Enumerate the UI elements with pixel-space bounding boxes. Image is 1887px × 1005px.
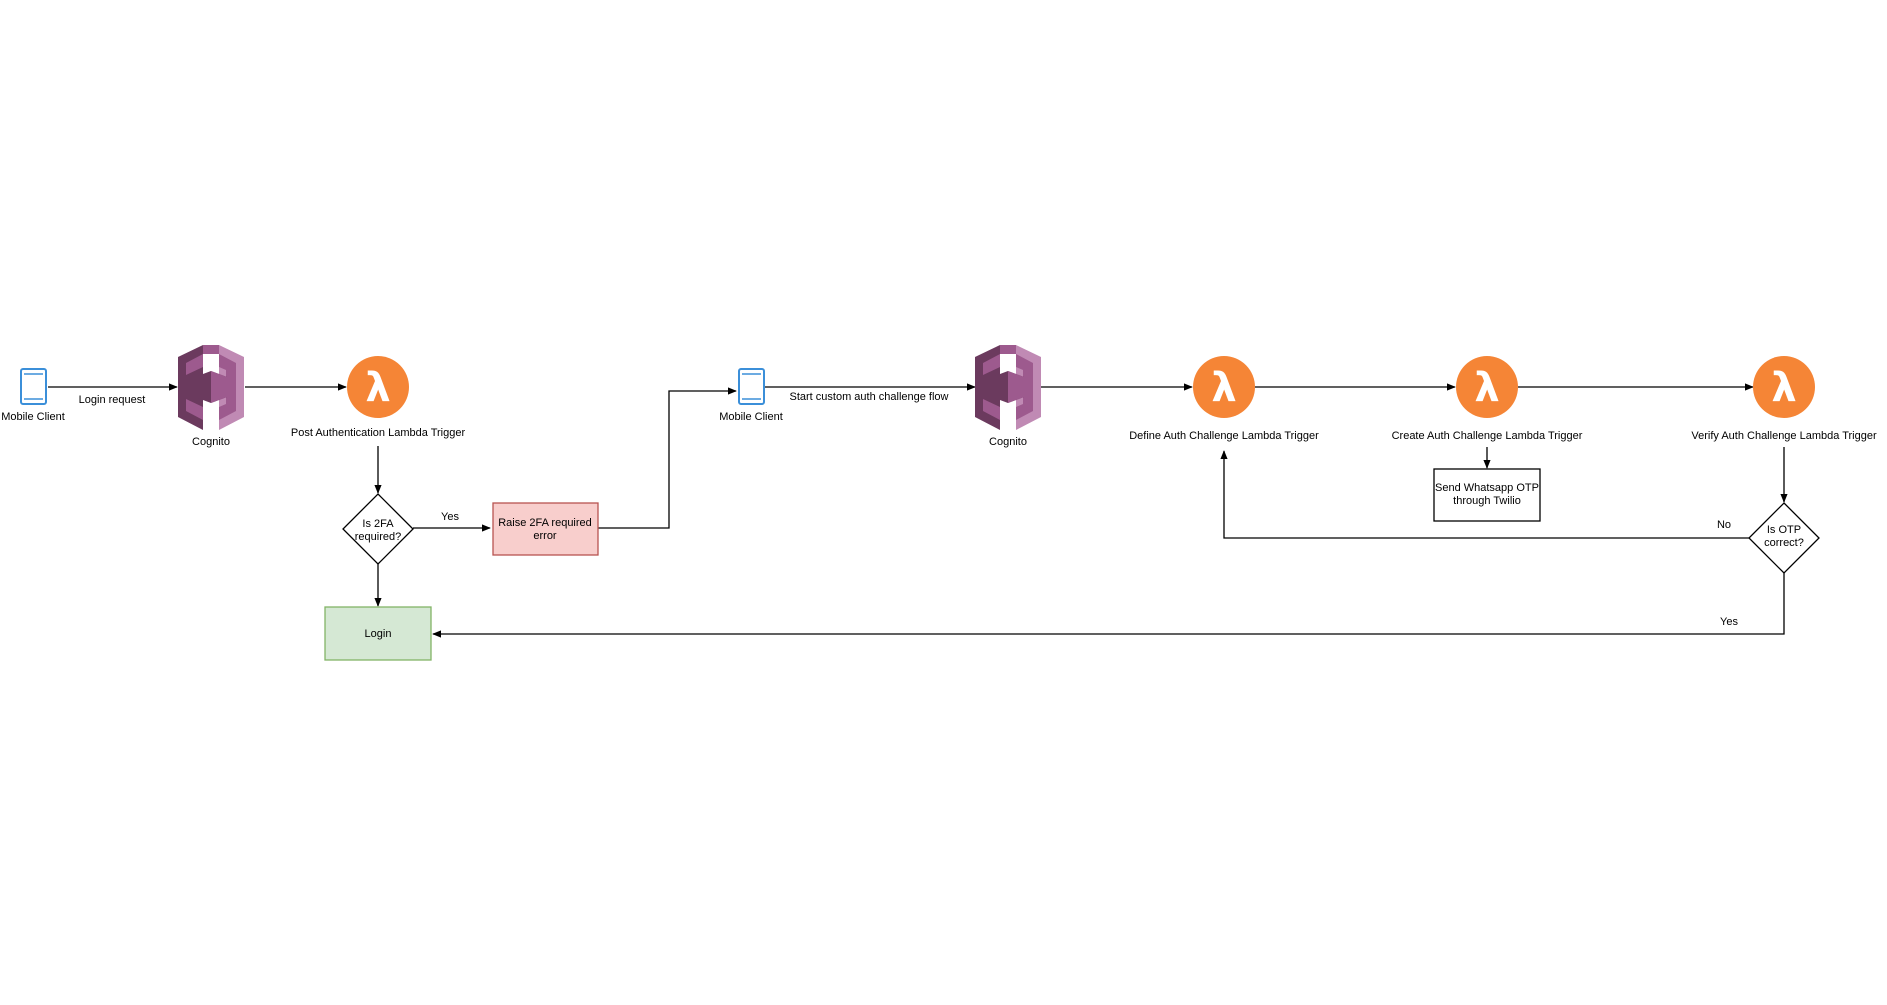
send-otp-node[interactable]: Send Whatsapp OTP through Twilio (1433, 468, 1541, 522)
mobile-client-label: Mobile Client (719, 411, 783, 423)
error-label-line2: error (533, 530, 557, 542)
decision-label-line1: Is OTP (1767, 524, 1801, 536)
lambda-label: Verify Auth Challenge Lambda Trigger (1691, 430, 1877, 442)
edge-label-login-request: Login request (79, 394, 146, 406)
lambda-glyph: λ (1211, 365, 1236, 411)
mobile-device-icon (20, 368, 47, 405)
lambda-icon: λ (1753, 356, 1815, 418)
edge-decision-otp-no-to-define (1220, 450, 1749, 539)
connectors (48, 383, 1788, 638)
decision-diamond (342, 493, 414, 565)
error-label-line1: Raise 2FA required (498, 517, 592, 529)
lambda-glyph: λ (1474, 365, 1499, 411)
post-auth-lambda-node[interactable]: λ Post Authentication Lambda Trigger (291, 356, 466, 439)
lambda-label: Create Auth Challenge Lambda Trigger (1392, 430, 1583, 442)
edge-decision-otp-yes-to-login (432, 572, 1785, 638)
decision-2fa-node[interactable]: Is 2FA required? (342, 493, 414, 565)
verify-auth-lambda-node[interactable]: λ Verify Auth Challenge Lambda Trigger (1691, 356, 1877, 442)
lambda-glyph: λ (1771, 365, 1796, 411)
raise-error-node[interactable]: Raise 2FA required error (492, 502, 599, 556)
edge-label-no-otp: No (1717, 519, 1731, 531)
create-auth-lambda-node[interactable]: λ Create Auth Challenge Lambda Trigger (1392, 356, 1583, 442)
mobile-client-node-2[interactable]: Mobile Client (719, 368, 783, 423)
cognito-icon (975, 345, 1041, 430)
cognito-node-2[interactable]: Cognito (975, 345, 1041, 448)
cognito-label: Cognito (192, 436, 230, 448)
decision-label-line2: correct? (1764, 537, 1804, 549)
send-otp-label-line1: Send Whatsapp OTP (1435, 482, 1539, 494)
mobile-device-icon (738, 368, 765, 405)
edge-label-start-custom-flow: Start custom auth challenge flow (790, 391, 949, 403)
define-auth-lambda-node[interactable]: λ Define Auth Challenge Lambda Trigger (1129, 356, 1319, 442)
send-otp-box (1433, 468, 1541, 522)
lambda-label: Post Authentication Lambda Trigger (291, 427, 466, 439)
decision-otp-node[interactable]: Is OTP correct? (1748, 502, 1820, 574)
mobile-client-label: Mobile Client (1, 411, 65, 423)
lambda-icon: λ (1193, 356, 1255, 418)
send-otp-label-line2: through Twilio (1453, 495, 1521, 507)
cognito-node-1[interactable]: Cognito (178, 345, 244, 448)
login-box (324, 606, 432, 661)
login-node[interactable]: Login (324, 606, 432, 661)
cognito-icon (178, 345, 244, 430)
lambda-glyph: λ (365, 365, 390, 411)
cognito-label: Cognito (989, 436, 1027, 448)
error-box (492, 502, 599, 556)
edge-label-yes-otp: Yes (1720, 616, 1738, 628)
decision-label-line1: Is 2FA (362, 518, 394, 530)
lambda-icon: λ (347, 356, 409, 418)
lambda-label: Define Auth Challenge Lambda Trigger (1129, 430, 1319, 442)
lambda-icon: λ (1456, 356, 1518, 418)
edge-error-to-mobile-client-2 (598, 387, 737, 529)
decision-label-line2: required? (355, 531, 401, 543)
decision-diamond (1748, 502, 1820, 574)
mobile-client-node-1[interactable]: Mobile Client (1, 368, 65, 423)
login-label: Login (365, 628, 392, 640)
edge-label-yes-2fa: Yes (441, 511, 459, 523)
